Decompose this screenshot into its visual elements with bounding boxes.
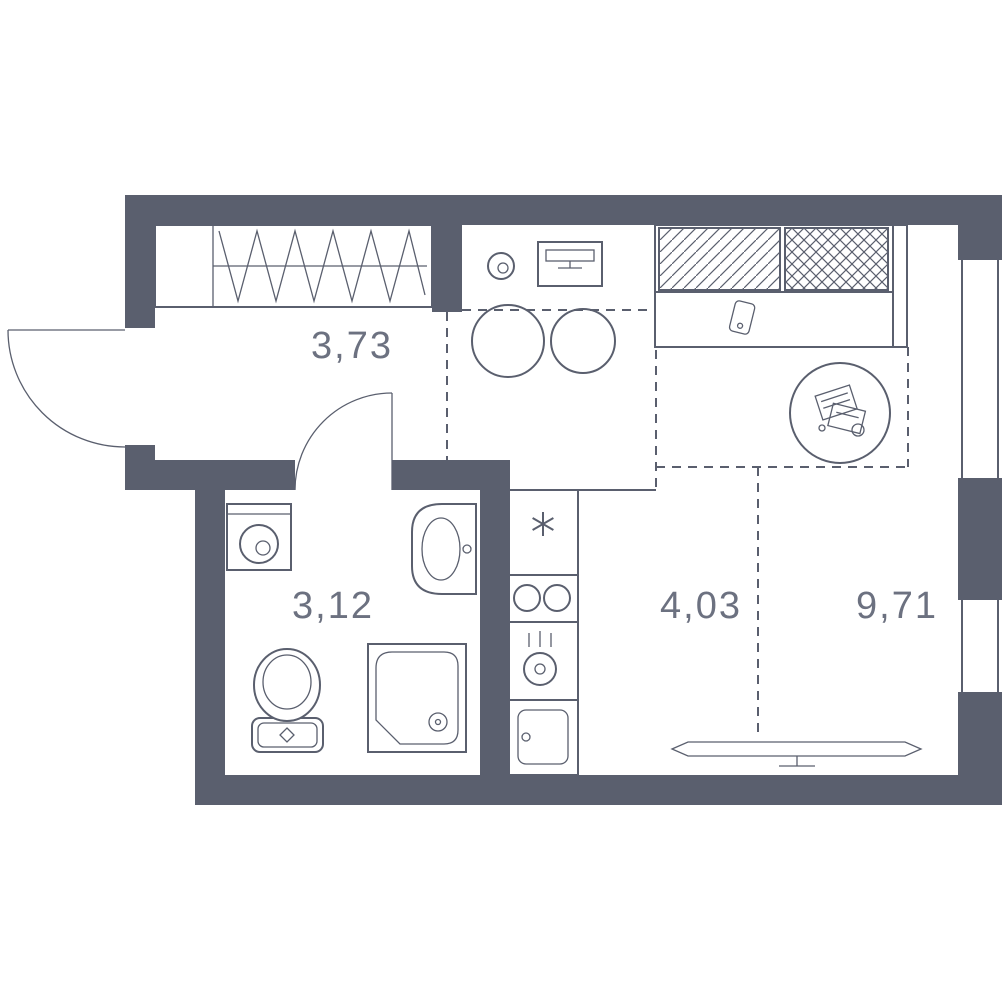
cooktop-burner-right bbox=[543, 584, 571, 612]
wall-left-upper bbox=[125, 225, 155, 328]
wall-bathroom-top-left bbox=[225, 460, 295, 490]
shower-tray-inner bbox=[375, 651, 459, 745]
pouf-right-icon bbox=[550, 308, 616, 374]
oven-outline bbox=[507, 621, 579, 701]
wardrobe-hangers-icon bbox=[218, 228, 426, 304]
table-book-1 bbox=[814, 384, 858, 421]
toilet-bowl bbox=[253, 648, 321, 722]
wall-hall-kitchen bbox=[432, 225, 462, 312]
desk-chair-icon bbox=[487, 252, 515, 280]
desk-outline bbox=[537, 241, 603, 287]
window-icon bbox=[958, 258, 1002, 480]
oven-fan-center bbox=[534, 663, 546, 675]
washing-machine-icon bbox=[226, 503, 292, 571]
smartphone-button bbox=[736, 322, 744, 329]
table-item bbox=[818, 424, 826, 432]
desk bbox=[537, 241, 603, 287]
kitchen-oven bbox=[507, 621, 579, 701]
bathroom-door-swing-arc bbox=[294, 392, 393, 491]
washbasin bbox=[411, 503, 477, 595]
wall-top bbox=[125, 195, 1002, 225]
wall-bottom bbox=[195, 775, 1002, 805]
sink-cabinet bbox=[507, 699, 579, 776]
sofa-pillow-right bbox=[784, 227, 889, 291]
table-cup bbox=[851, 423, 865, 437]
room-label-living-room: 9,71 bbox=[856, 585, 938, 627]
kitchen-sink bbox=[507, 699, 579, 776]
monitor-stand bbox=[558, 261, 582, 269]
washing-machine bbox=[226, 503, 292, 571]
smartphone-body bbox=[728, 300, 756, 335]
refrigerator-snowflake-icon bbox=[532, 512, 554, 536]
room-label-bathroom: 3,12 bbox=[292, 585, 374, 627]
window-right-top bbox=[958, 258, 1002, 480]
washbasin-icon bbox=[411, 503, 477, 595]
monitor-icon bbox=[545, 249, 595, 262]
toilet-bowl-inner bbox=[262, 654, 312, 710]
shower bbox=[367, 643, 467, 753]
coffee-table-icon bbox=[789, 362, 891, 464]
desk-chair bbox=[487, 252, 515, 280]
toilet bbox=[251, 648, 324, 753]
smartphone-icon bbox=[728, 300, 756, 335]
table-book-2 bbox=[827, 402, 867, 435]
kitchen-cooktop bbox=[507, 574, 579, 623]
oven-fan-icon bbox=[523, 652, 557, 686]
room-label-kitchen: 4,03 bbox=[660, 585, 742, 627]
kitchen-sink-icon bbox=[517, 709, 569, 765]
cooktop-outline bbox=[507, 574, 579, 623]
sofa-outline bbox=[654, 224, 908, 348]
sofa-bed bbox=[654, 224, 908, 348]
desk-chair-detail bbox=[497, 262, 509, 274]
washbasin-bowl bbox=[421, 517, 461, 581]
wall-left-jog bbox=[125, 460, 225, 490]
washbasin-faucet bbox=[462, 544, 472, 554]
window-icon bbox=[958, 598, 1002, 694]
sofa-pillow-left bbox=[658, 227, 781, 291]
wall-right-lower bbox=[958, 694, 1002, 805]
entry-door-swing-arc bbox=[7, 329, 126, 448]
wardrobe bbox=[154, 224, 433, 308]
wardrobe-outline bbox=[154, 224, 433, 308]
tv-console bbox=[670, 741, 923, 767]
tv-stand bbox=[779, 756, 815, 767]
coffee-table bbox=[789, 362, 891, 464]
wall-bathroom-right bbox=[480, 490, 510, 775]
room-label-hallway: 3,73 bbox=[311, 325, 393, 367]
shower-drain-icon bbox=[428, 712, 448, 732]
sofa-seat-lines bbox=[655, 225, 894, 347]
sink-faucet bbox=[521, 732, 531, 742]
toilet-tank-inner bbox=[257, 722, 318, 748]
shower-tray bbox=[367, 643, 467, 753]
kitchen-appliance-fridge bbox=[507, 489, 579, 576]
wall-bathroom-left bbox=[195, 490, 225, 775]
zone-divider-lines bbox=[446, 309, 909, 737]
tv-screen-icon bbox=[670, 741, 923, 757]
pouf-left-icon bbox=[471, 304, 545, 378]
washing-machine-drum bbox=[239, 524, 279, 564]
wall-right-middle bbox=[958, 480, 1002, 598]
walls bbox=[125, 195, 1002, 805]
entry-door bbox=[7, 329, 126, 448]
toilet-flush-button bbox=[279, 727, 295, 743]
shower-drain-center bbox=[434, 718, 442, 726]
window-right-bottom bbox=[958, 598, 1002, 694]
room-labels: 3,73 3,12 4,03 9,71 bbox=[292, 325, 938, 627]
bathroom-door bbox=[294, 392, 393, 491]
oven-vent-lines bbox=[528, 631, 552, 647]
cooktop-burner-left bbox=[513, 584, 541, 612]
wall-bathroom-top-right bbox=[392, 460, 510, 490]
wall-right-upper bbox=[958, 195, 1002, 258]
washing-machine-drum-inner bbox=[255, 540, 271, 556]
